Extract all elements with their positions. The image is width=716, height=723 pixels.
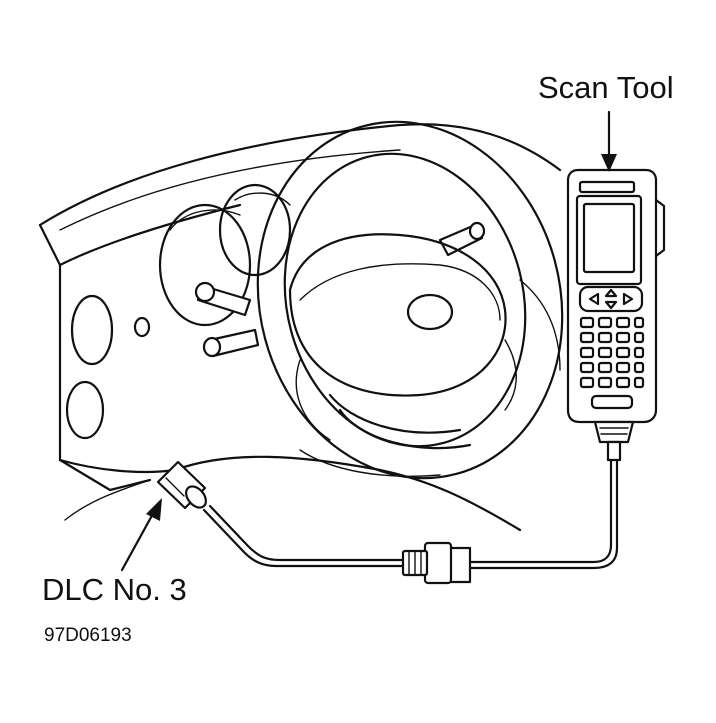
dashboard — [38, 123, 562, 532]
dlc-label: DLC No. 3 — [42, 572, 187, 607]
scan-tool-arrow-icon — [601, 110, 617, 172]
scan-tool-label: Scan Tool — [538, 70, 674, 105]
figure-code: 97D06193 — [44, 625, 132, 646]
cable-icon — [202, 458, 619, 585]
dlc-arrow-icon — [120, 498, 162, 572]
keypad — [579, 316, 645, 389]
scan-tool-device-icon — [566, 168, 666, 462]
dlc-connector-icon — [156, 460, 207, 510]
steering-wheel-icon — [256, 120, 564, 480]
